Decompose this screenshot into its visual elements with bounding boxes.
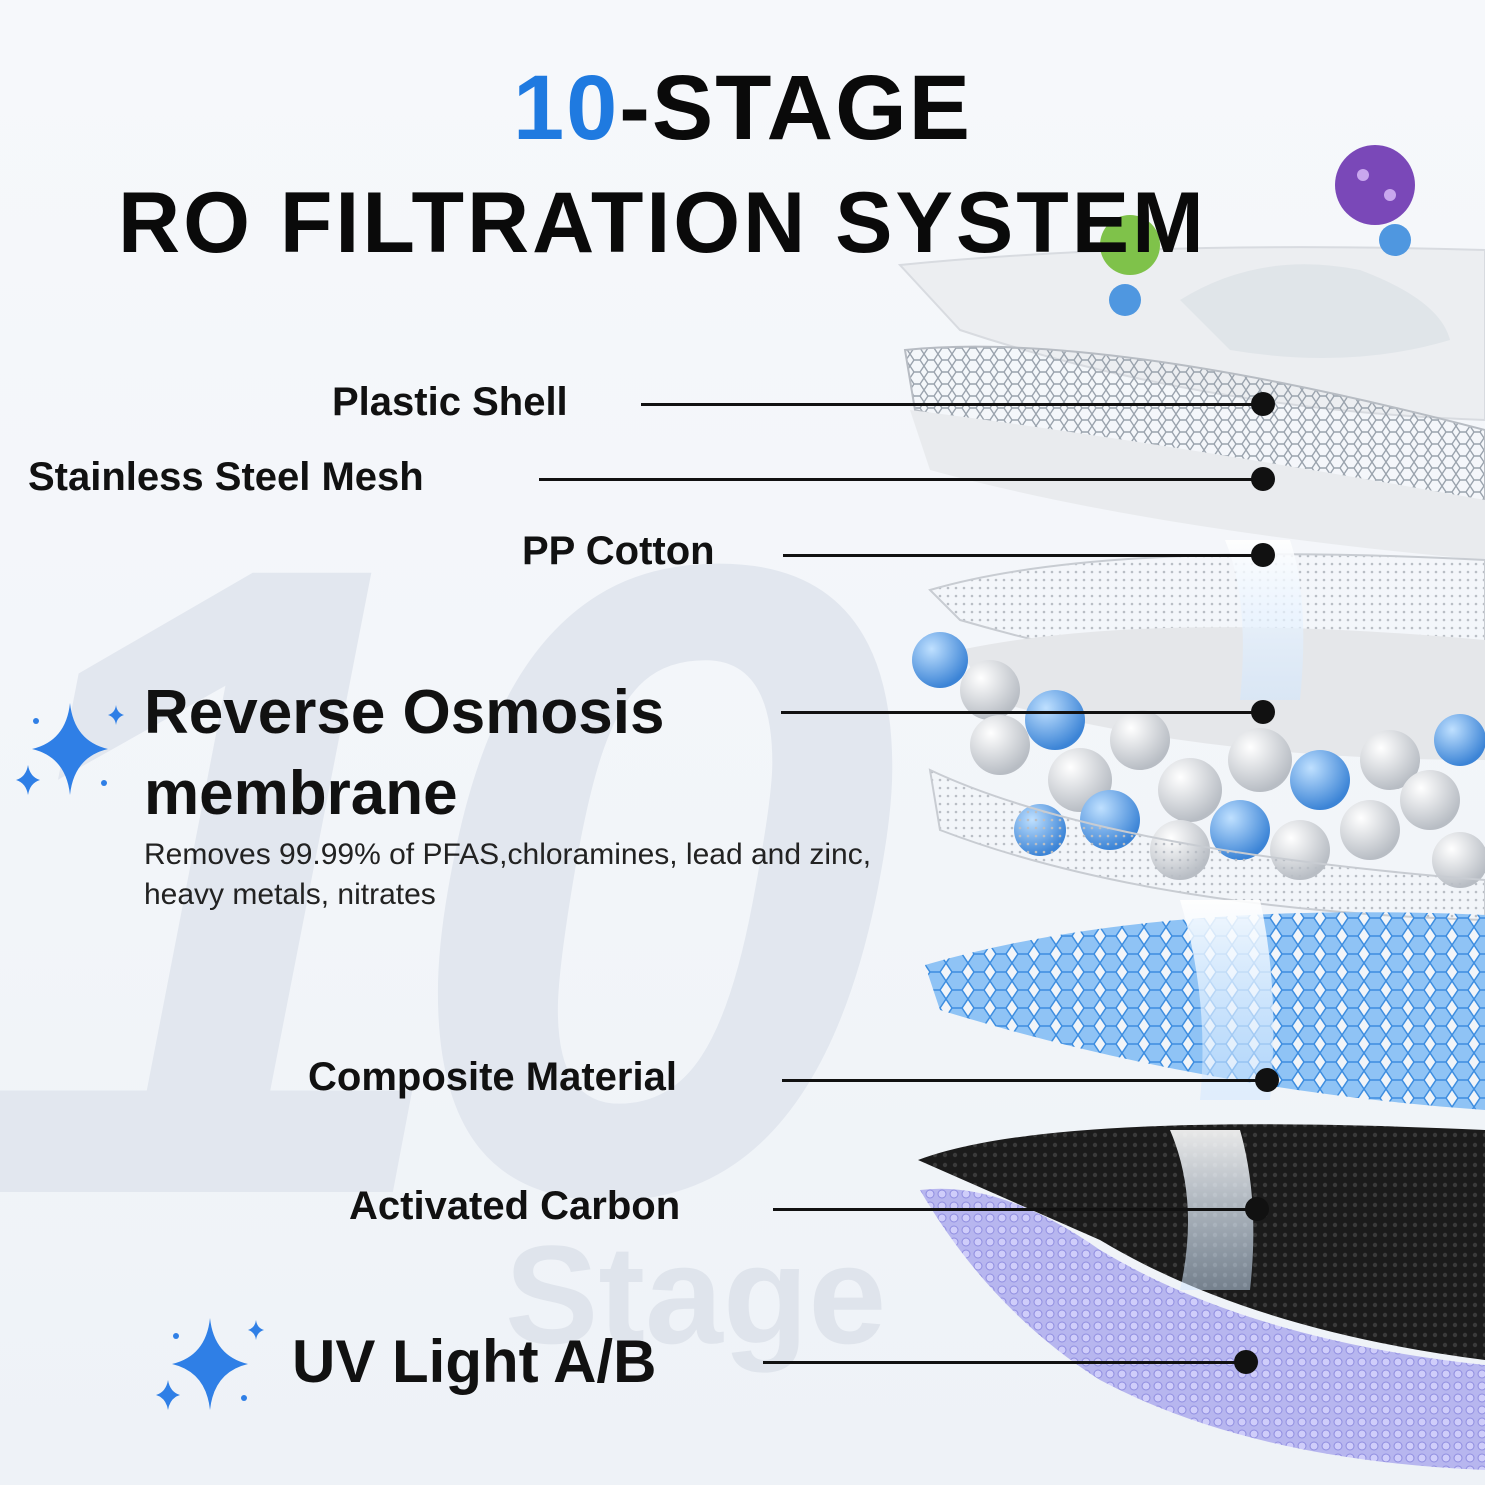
leader-dot (1251, 392, 1275, 416)
page-title-line-2: RO FILTRATION SYSTEM (118, 175, 1207, 271)
watermark-number: 10 (0, 377, 901, 1383)
leader-dot (1245, 1197, 1269, 1221)
page-title-line-1: 10-STAGE (0, 62, 1485, 154)
leader-dot (1251, 467, 1275, 491)
reverse-osmosis-description: Removes 99.99% of PFAS,chloramines, lead… (144, 838, 872, 911)
leader-dot (1251, 543, 1275, 567)
leader-dot (1255, 1068, 1279, 1092)
label-uv-light: UV Light A/B (292, 1328, 657, 1395)
leader-dot (1251, 700, 1275, 724)
title-stage-word: -STAGE (619, 57, 973, 159)
title-accent-number: 10 (512, 57, 620, 159)
watermark-word: Stage (505, 1216, 887, 1373)
leader-line (783, 554, 1261, 557)
label-activated-carbon: Activated Carbon (349, 1184, 681, 1228)
leader-line (539, 478, 1261, 481)
label-reverse-osmosis-line-2: membrane (144, 759, 458, 828)
sparkle-icon (16, 703, 124, 795)
label-reverse-osmosis-line-1: Reverse Osmosis (144, 678, 665, 747)
label-stainless-steel-mesh: Stainless Steel Mesh (28, 455, 424, 499)
leader-line (773, 1208, 1255, 1211)
virus-icon (1100, 145, 1415, 316)
leader-line (641, 403, 1261, 406)
leader-line (763, 1361, 1245, 1364)
leader-dot (1234, 1350, 1258, 1374)
leader-line (781, 711, 1261, 714)
label-pp-cotton: PP Cotton (522, 529, 715, 573)
label-composite-material: Composite Material (308, 1055, 677, 1099)
label-plastic-shell: Plastic Shell (332, 380, 568, 424)
sparkle-icon (156, 1318, 264, 1410)
leader-line (782, 1079, 1265, 1082)
